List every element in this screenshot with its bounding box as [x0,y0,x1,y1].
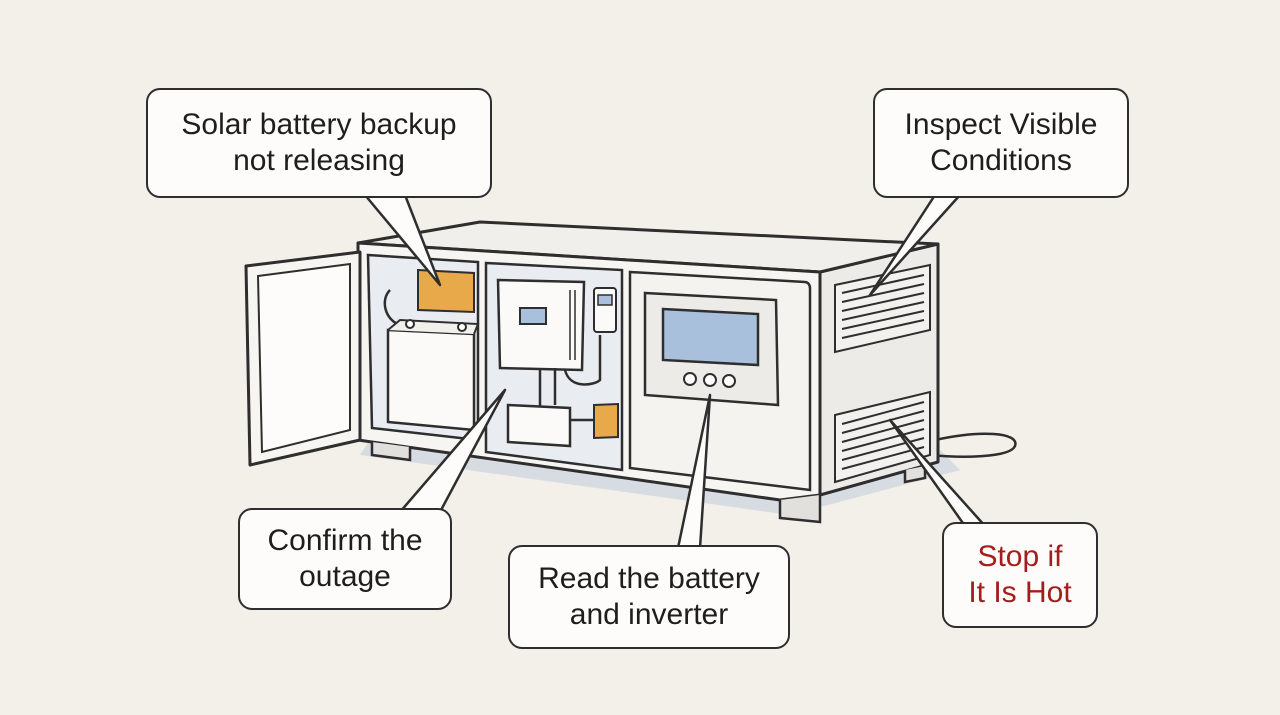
pointer-read [676,393,712,549]
cabinet-foot [778,495,822,524]
cabinet-foot [903,466,927,484]
callout-problem-text: Solar battery backup not releasing [181,108,457,177]
callout-problem: Solar battery backup not releasing [146,88,492,198]
pointer-stop [888,418,986,527]
battery-box [386,328,476,432]
cabinet-foot [370,442,412,462]
inverter-screen [519,307,547,325]
callout-stop-text: Stop if It Is Hot [968,540,1072,609]
display-screen [661,307,760,367]
callout-read-text: Read the battery and inverter [538,562,760,631]
callout-confirm-text: Confirm the outage [267,524,423,593]
callout-confirm: Confirm the outage [238,508,452,610]
callout-inspect: Inspect Visible Conditions [873,88,1129,198]
callout-read: Read the battery and inverter [508,545,790,649]
lower-vent [834,390,931,484]
battery-terminal-block [417,268,475,314]
control-knob [722,374,736,388]
junction-block [506,403,572,448]
power-cable [929,432,1017,458]
callout-inspect-text: Inspect Visible Conditions [904,108,1098,177]
callout-stop: Stop if It Is Hot [942,522,1098,628]
pointer-problem [364,194,442,287]
breaker-block [593,402,619,440]
pointer-inspect [868,194,961,297]
pointer-confirm [399,388,507,513]
upper-vent [834,263,931,354]
control-knob [683,372,697,386]
control-knob [703,373,717,387]
